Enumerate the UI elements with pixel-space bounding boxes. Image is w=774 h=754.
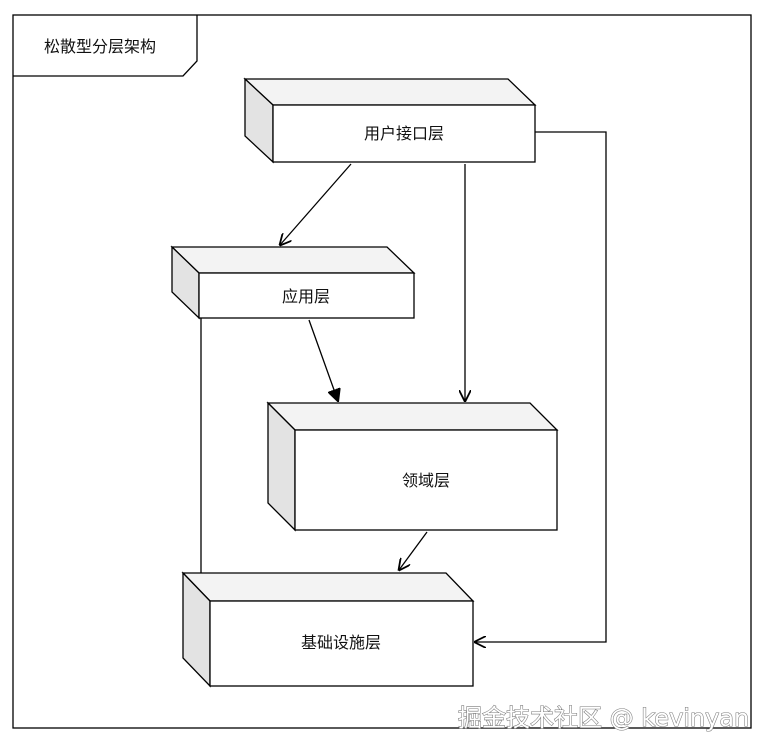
infrastructure-layer-front-face (209, 600, 474, 687)
arrow-user-interface-to-infrastructure (475, 131, 607, 642)
application-layer-front-face (198, 272, 415, 319)
frame-title: 松散型分层架构 (44, 37, 156, 56)
diagram-frame: 松散型分层架构 (12, 14, 752, 729)
application-layer-label: 应用层 (282, 287, 330, 306)
watermark: 掘金技术社区 @ kevinyan (458, 704, 749, 732)
outer-frame (12, 14, 752, 729)
domain-layer-label: 领域层 (402, 471, 450, 490)
application-layer-box: 应用层 (170, 245, 416, 320)
user-interface-layer-front-face (272, 104, 536, 163)
user-interface-layer-label: 用户接口层 (364, 124, 444, 143)
infrastructure-layer-top-face (181, 572, 475, 602)
domain-layer-box: 领域层 (266, 401, 559, 532)
infrastructure-layer-label: 基础设施层 (301, 633, 381, 652)
arrow-domain-to-infrastructure (399, 531, 428, 570)
arrow-application-to-domain (308, 319, 338, 401)
user-interface-layer-box: 用户接口层 (243, 77, 537, 164)
application-layer-top-face (170, 246, 416, 274)
arrow-user-interface-to-application (280, 163, 352, 245)
user-interface-layer-top-face (243, 78, 537, 106)
domain-layer-top-face (266, 402, 559, 431)
domain-layer-front-face (294, 429, 558, 531)
infrastructure-layer-box: 基础设施层 (181, 571, 475, 688)
frame-title-tab (13, 15, 198, 77)
connectors (201, 131, 607, 642)
